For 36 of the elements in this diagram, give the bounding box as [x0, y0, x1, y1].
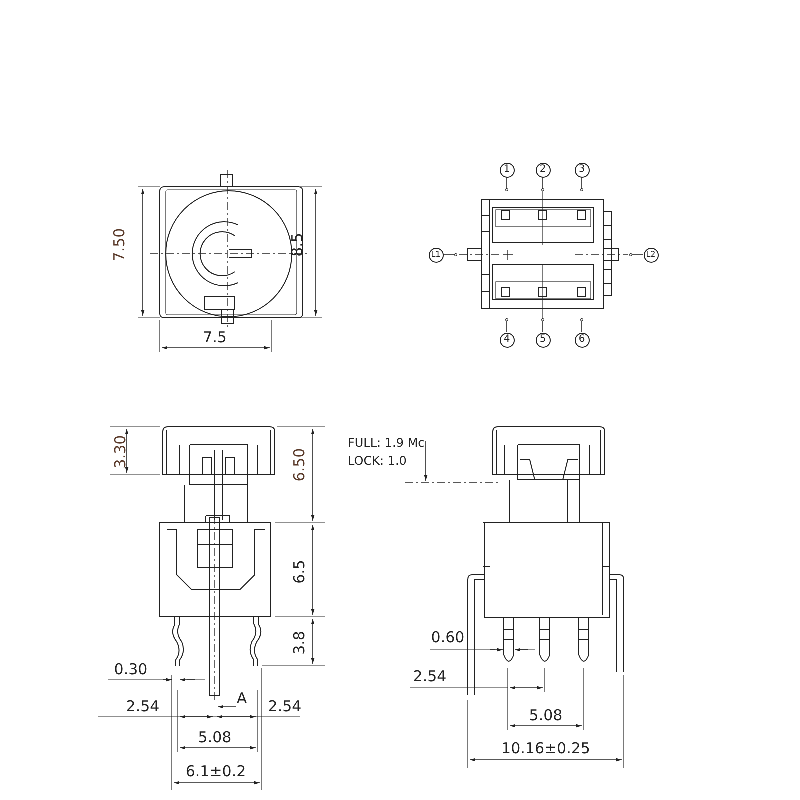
callout-number: 5 [536, 332, 550, 348]
callout-number: 3 [574, 162, 590, 178]
force-note: LOCK: 1.0 [348, 455, 407, 467]
callout-number: 1 [500, 162, 514, 178]
callout-number: L2 [644, 248, 658, 262]
dimension-value: 6.5 [292, 560, 308, 584]
pin-layout-drawing [458, 190, 628, 320]
leader-line [506, 318, 508, 333]
leader-line [506, 177, 508, 192]
dimension-value: 5.08 [529, 708, 563, 724]
force-note: FULL: 1.9 Mc [348, 437, 425, 449]
dimension-value: 7.5 [203, 330, 227, 346]
callout-number: 2 [536, 162, 550, 178]
dimension-value: 2.54 [126, 700, 160, 714]
callout-number: L1 [428, 248, 444, 262]
dimension-value: 7.50 [112, 228, 128, 262]
dimension-value: 8.5 [290, 233, 306, 257]
dimension-value: 0.60 [431, 630, 465, 646]
dimension-value: 3.8 [292, 631, 308, 655]
dimension-value: 3.30 [114, 435, 128, 469]
leader-line [542, 177, 544, 192]
leader-line [630, 254, 644, 256]
dimension-value: 2.54 [268, 700, 302, 714]
dimension-value: 2.54 [413, 670, 447, 684]
dimension-value: 0.30 [114, 662, 148, 678]
callout-number: 4 [500, 332, 514, 348]
dimension-value: 6.1±0.2 [186, 764, 246, 780]
leader-line [542, 318, 544, 333]
leader-line [580, 318, 584, 333]
dimension-value: 5.08 [198, 730, 232, 746]
dimension-value: 10.16±0.25 [502, 742, 590, 756]
leader-line [443, 254, 458, 256]
dimension-value: 6.50 [292, 448, 308, 482]
callout-number: 6 [574, 332, 590, 348]
view-marker: A [236, 692, 248, 706]
leader-line [580, 177, 584, 192]
